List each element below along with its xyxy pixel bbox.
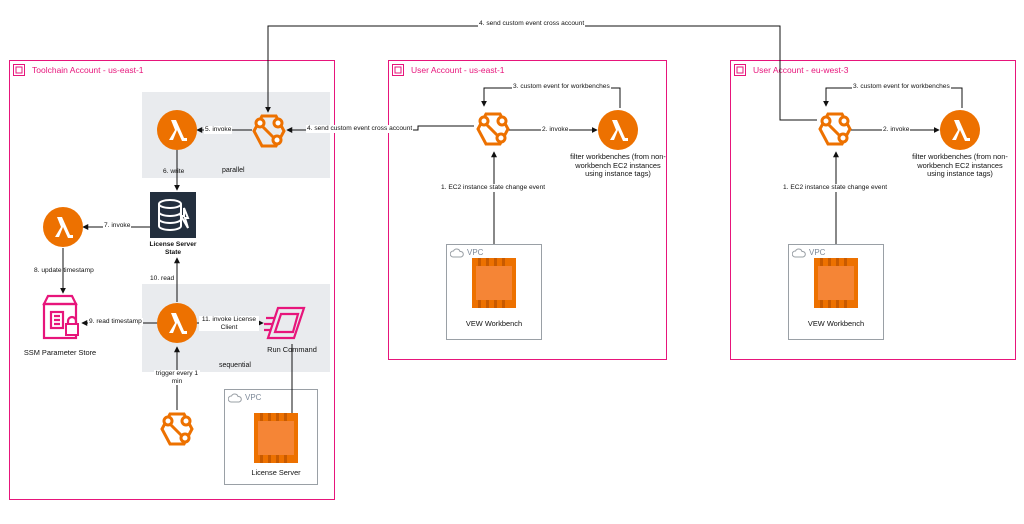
ssm-label: SSM Parameter Store (23, 348, 97, 357)
u1-filter-label: filter workbenches (from non-workbench E… (570, 152, 666, 179)
user-account-2-title: User Account - eu-west-3 (753, 65, 849, 75)
toolchain-account-title: Toolchain Account - us-east-1 (32, 65, 144, 75)
label-invoke-11: 11. invoke License Client (199, 316, 259, 332)
eventbridge-icon (160, 412, 194, 446)
ec2-icon (472, 258, 516, 308)
eventbridge-icon (818, 112, 852, 146)
label-u2-invoke: 2. invoke (882, 126, 911, 134)
lambda-icon (157, 110, 197, 150)
label-cross-account-top: 4. send custom event cross account (478, 20, 586, 28)
label-u1-invoke: 2. invoke (541, 126, 570, 134)
label-read-10: 10. read (150, 275, 175, 282)
label-invoke-5: 5. invoke (204, 126, 233, 134)
u1-workbench-label: VEW Workbench (465, 319, 523, 328)
account-icon (392, 64, 404, 76)
ec2-icon (814, 258, 858, 308)
label-invoke-7: 7. invoke (103, 222, 132, 230)
eventbridge-icon (476, 112, 510, 146)
lambda-icon (157, 303, 197, 343)
eventbridge-icon (252, 114, 286, 148)
label-trigger: trigger every 1 min (154, 370, 200, 386)
u2-workbench-label: VEW Workbench (807, 319, 865, 328)
account-icon (734, 64, 746, 76)
cloud-icon (792, 248, 806, 258)
run-command-label: Run Command (267, 345, 317, 354)
user-account-1-title: User Account - us-east-1 (411, 65, 505, 75)
cloud-icon (450, 248, 464, 258)
label-u2-custom: 3. custom event for workbenches (852, 83, 951, 91)
lambda-icon (940, 110, 980, 150)
vpc-label: VPC (809, 248, 826, 257)
ec2-icon (254, 413, 298, 463)
lambda-icon (598, 110, 638, 150)
label-u1-custom: 3. custom event for workbenches (512, 83, 611, 91)
edge-u1-custom (481, 87, 621, 108)
user-account-eu-west-3: User Account - eu-west-3 (730, 60, 1016, 360)
account-icon (13, 64, 25, 76)
label-u1-state: 1. EC2 instance state change event (440, 184, 547, 192)
label-u2-state: 1. EC2 instance state change event (782, 184, 889, 192)
label-read-9: 9. read timestamp (88, 318, 143, 326)
parallel-label: parallel (222, 167, 245, 174)
label-write-6: 6. write (163, 168, 185, 175)
dynamodb-icon (150, 192, 196, 238)
label-cross-account-mid: 4. send custom event cross account (306, 125, 414, 133)
cloud-icon (228, 393, 242, 403)
vpc-label: VPC (245, 393, 262, 402)
vpc-label: VPC (467, 248, 484, 257)
license-state-label: License Server State (149, 241, 197, 256)
label-update-8: 8. update timestamp (34, 267, 94, 274)
run-command-icon (264, 306, 306, 340)
u2-filter-label: filter workbenches (from non-workbench E… (912, 152, 1008, 179)
edge-cross-account-top (265, 25, 817, 121)
lambda-icon (43, 207, 83, 247)
user-account-us-east-1: User Account - us-east-1 (388, 60, 667, 360)
edge-u2-custom (823, 87, 963, 108)
parameter-store-icon (42, 294, 79, 340)
license-server-label: License Server (251, 468, 301, 477)
sequential-label: sequential (219, 362, 251, 369)
toolchain-account: Toolchain Account - us-east-1 (9, 60, 335, 500)
